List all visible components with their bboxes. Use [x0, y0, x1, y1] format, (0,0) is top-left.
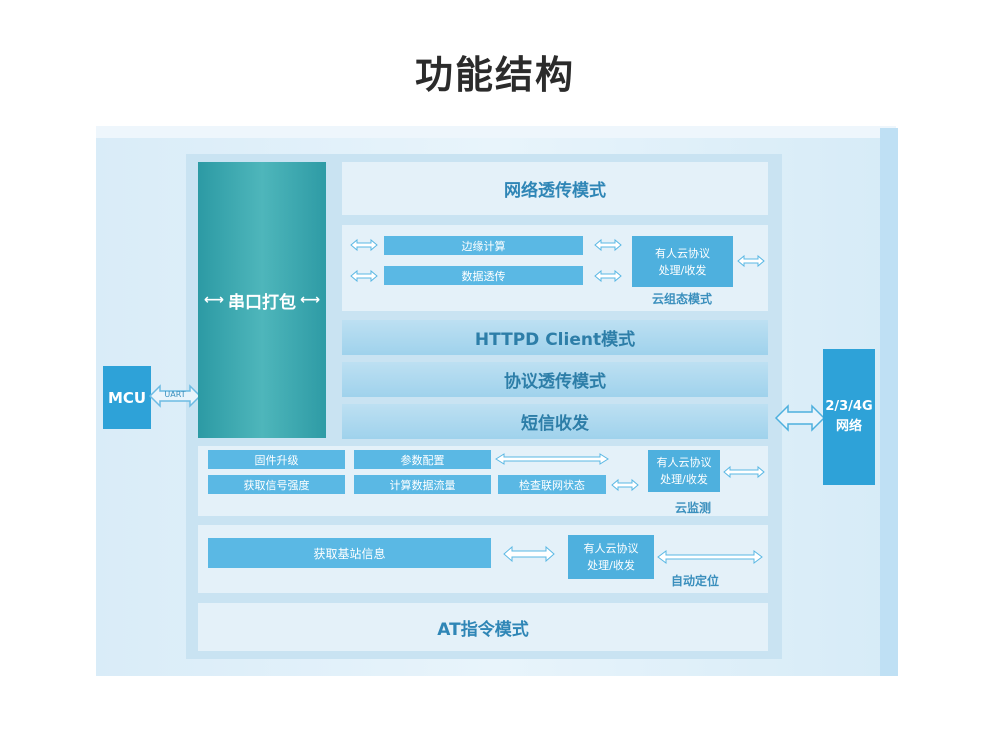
- base-station-chip: 获取基站信息: [208, 538, 491, 568]
- double-arrow-icon: [723, 465, 765, 479]
- long-double-arrow-icon: [495, 453, 609, 465]
- httpd-row: HTTPD Client模式: [342, 320, 768, 355]
- sms-row: 短信收发: [342, 404, 768, 439]
- network-line1: 2/3/4G: [825, 399, 873, 414]
- network-box: 2/3/4G 网络: [823, 349, 875, 485]
- param-config-label: 参数配置: [400, 453, 445, 467]
- signal-strength-chip: 获取信号强度: [208, 475, 345, 494]
- cloud-config-proto-box: 有人云协议 处理/收发: [632, 236, 733, 287]
- long-double-arrow-icon: [657, 550, 763, 564]
- left-right-arrow-icon: ⟷: [300, 292, 321, 308]
- outer-panel-side: [880, 128, 898, 676]
- proto-line2: 处理/收发: [660, 473, 708, 486]
- page-title: 功能结构: [414, 53, 575, 97]
- double-arrow-icon: [737, 254, 765, 268]
- sms-label: 短信收发: [521, 414, 589, 434]
- proto-line1: 有人云协议: [656, 456, 712, 469]
- double-arrow-icon: [594, 269, 622, 283]
- net-transparent-label: 网络透传模式: [504, 181, 606, 201]
- edge-compute-chip: 边缘计算: [384, 236, 583, 255]
- double-arrow-icon: [503, 545, 555, 563]
- left-right-arrow-icon: ⟷: [203, 292, 224, 308]
- proto-line2: 处理/收发: [587, 559, 635, 572]
- firmware-upgrade-chip: 固件升级: [208, 450, 345, 469]
- base-station-label: 获取基站信息: [313, 546, 386, 561]
- at-mode-label: AT指令模式: [437, 619, 529, 640]
- edge-compute-label: 边缘计算: [461, 239, 506, 253]
- net-status-chip: 检查联网状态: [498, 475, 606, 494]
- auto-locate-label: 自动定位: [670, 574, 719, 588]
- cloud-monitor-label: 云监测: [674, 501, 711, 515]
- at-mode-row: AT指令模式: [198, 603, 768, 651]
- proto-line1: 有人云协议: [583, 542, 639, 555]
- httpd-label: HTTPD Client模式: [474, 330, 636, 350]
- mcu-label: MCU: [107, 388, 147, 407]
- proto-line2: 处理/收发: [658, 263, 707, 277]
- protocol-transparent-label: 协议透传模式: [504, 372, 606, 392]
- mcu-box: MCU: [103, 366, 151, 429]
- serial-pack-column: ⟷ 串口打包 ⟷: [198, 162, 326, 438]
- uart-label: UART: [164, 390, 186, 399]
- network-line2: 网络: [835, 419, 862, 434]
- firmware-upgrade-label: 固件升级: [254, 453, 299, 467]
- traffic-calc-label: 计算数据流量: [389, 478, 456, 492]
- double-arrow-icon: [350, 238, 378, 252]
- traffic-calc-chip: 计算数据流量: [354, 475, 491, 494]
- net-transparent-row: 网络透传模式: [342, 162, 768, 215]
- outer-panel-top: [96, 126, 896, 140]
- protocol-transparent-row: 协议透传模式: [342, 362, 768, 397]
- double-arrow-icon: [594, 238, 622, 252]
- cloud-config-label: 云组态模式: [651, 292, 712, 306]
- serial-pack-label: 串口打包: [228, 292, 296, 313]
- data-transparent-label: 数据透传: [461, 269, 506, 283]
- net-status-label: 检查联网状态: [519, 478, 585, 492]
- param-config-chip: 参数配置: [354, 450, 491, 469]
- cloud-monitor-proto-box: 有人云协议 处理/收发: [648, 450, 720, 492]
- network-arrow-icon: [774, 404, 826, 432]
- data-transparent-chip: 数据透传: [384, 266, 583, 285]
- double-arrow-icon: [350, 269, 378, 283]
- double-arrow-icon: [611, 478, 639, 492]
- signal-strength-label: 获取信号强度: [243, 478, 310, 492]
- proto-line1: 有人云协议: [655, 246, 710, 260]
- auto-locate-proto-box: 有人云协议 处理/收发: [568, 535, 654, 579]
